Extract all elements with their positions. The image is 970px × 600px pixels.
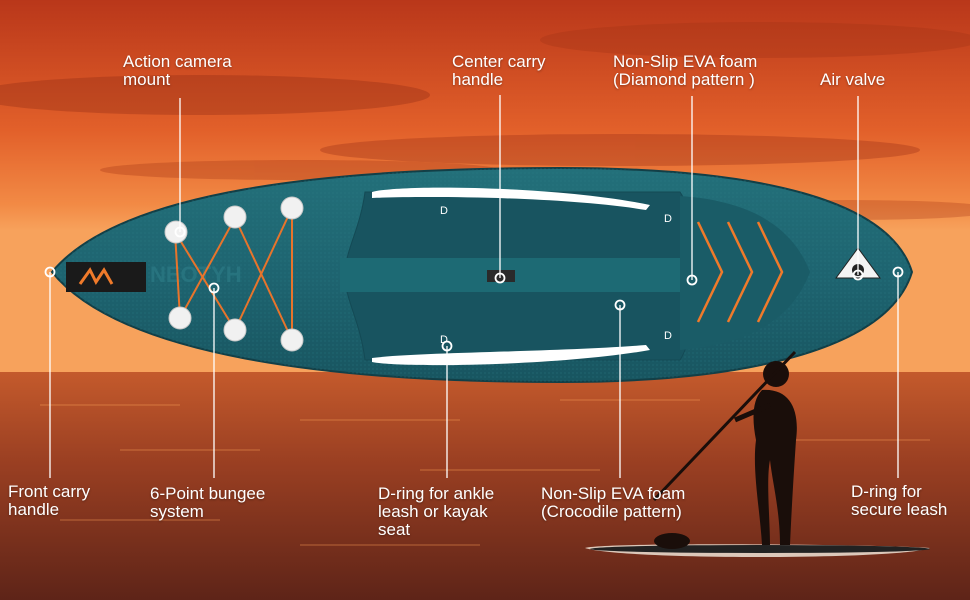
center-handle-patch <box>487 270 515 282</box>
svg-text:D: D <box>440 205 448 217</box>
deck-pad-diamond <box>680 196 810 350</box>
svg-text:D: D <box>664 213 672 225</box>
chevron-marks <box>696 221 784 323</box>
callout-bungee-system: 6-Point bungee system <box>150 484 266 521</box>
callout-d-ring-ankle: D-ring for ankle leash or kayak seat <box>378 484 495 539</box>
svg-text:D: D <box>664 330 672 342</box>
deck-d-rings: D D D D <box>440 205 672 346</box>
callout-d-ring-secure: D-ring for secure leash <box>851 482 948 519</box>
paddler-silhouette-icon <box>585 350 930 557</box>
callout-non-slip-crocodile: Non-Slip EVA foam (Crocodile pattern) <box>541 484 686 521</box>
rail-stripe-top <box>372 187 650 210</box>
callout-lines <box>49 95 899 478</box>
bungee-anchors <box>164 196 304 352</box>
bungee-cords <box>174 207 293 341</box>
rail-stripe-bottom <box>372 345 650 366</box>
svg-text:D: D <box>440 334 448 346</box>
callout-action-camera-mount: Action camera mount <box>123 52 232 89</box>
sea-ripples <box>40 399 930 546</box>
callout-air-valve: Air valve <box>820 70 886 89</box>
callout-center-carry-handle: Center carry handle <box>452 52 546 89</box>
callout-front-carry-handle: Front carry handle <box>8 482 91 519</box>
sea <box>0 372 970 600</box>
brand-logo-icon <box>66 262 146 292</box>
callout-dots <box>44 226 904 352</box>
paddle-board: NEOTYH D D D D <box>50 166 914 384</box>
callout-non-slip-diamond: Non-Slip EVA foam (Diamond pattern ) <box>613 52 758 89</box>
